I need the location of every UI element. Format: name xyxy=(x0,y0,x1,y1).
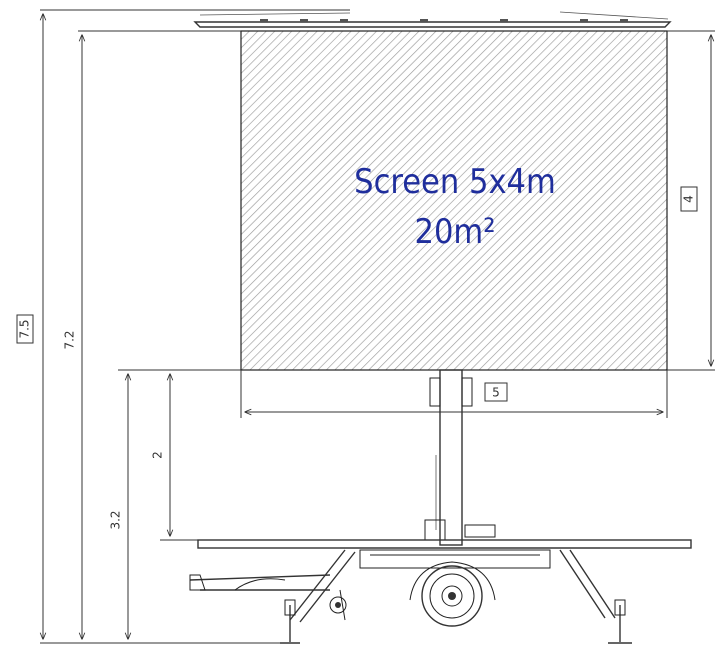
trailer-chassis xyxy=(189,539,692,623)
dim-screen-width: 5 xyxy=(240,370,668,418)
mast xyxy=(424,369,496,546)
screen-title-line1: Screen 5x4m xyxy=(354,162,556,202)
dim-frame-height-label: 7.2 xyxy=(63,330,77,349)
dim-screen-width-label: 5 xyxy=(492,386,500,400)
screen-title-line2: 20m² xyxy=(415,212,496,252)
dim-total-height: 7.5 xyxy=(16,9,350,644)
trailer-wheel xyxy=(409,561,496,627)
roof-frame xyxy=(193,11,672,28)
dim-clearance-label: 2 xyxy=(151,451,165,459)
dim-base-height-label: 3.2 xyxy=(109,510,123,529)
dim-total-height-label: 7.5 xyxy=(18,319,32,338)
dim-screen-height-label: 4 xyxy=(682,195,696,203)
dim-frame-height: 7.2 xyxy=(63,30,241,639)
dim-screen-height: 4 xyxy=(667,30,715,371)
led-screen: Screen 5x4m 20m² xyxy=(240,30,668,371)
dim-clearance: 2 xyxy=(151,374,198,541)
support-feet xyxy=(280,599,632,644)
jockey-wheel xyxy=(329,596,347,614)
dim-base-height: 3.2 xyxy=(109,369,241,639)
